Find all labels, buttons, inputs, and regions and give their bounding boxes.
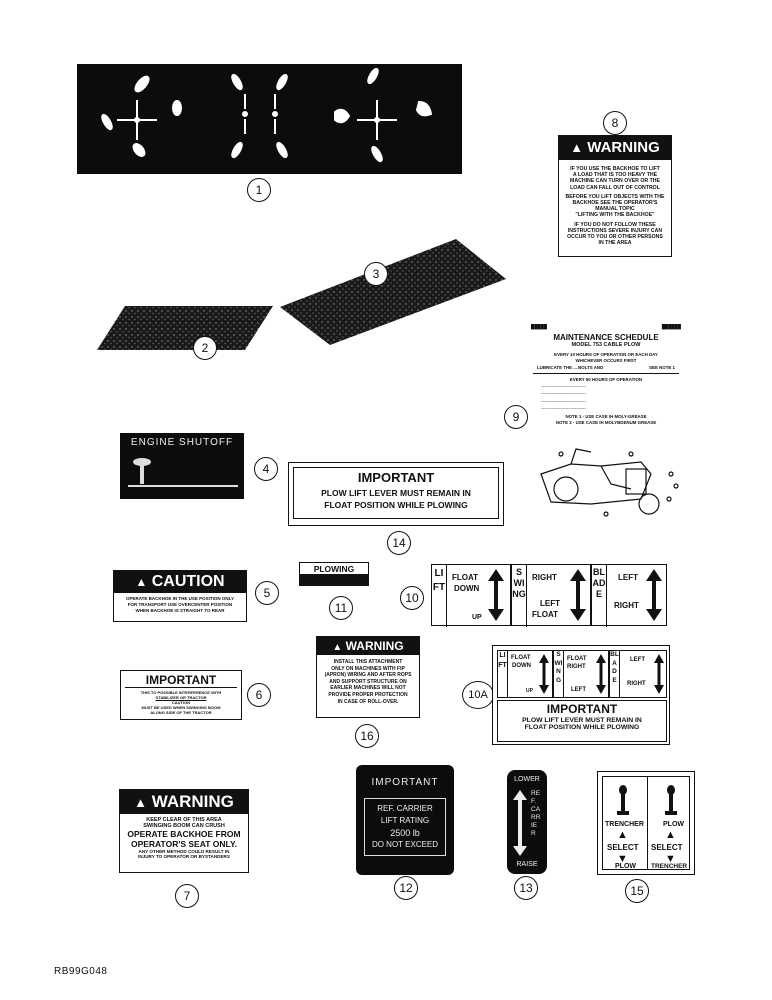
lift-arrow-icon [539,654,549,694]
important-plow-lift-decal: IMPORTANT PLOW LIFT LEVER MUST REMAIN IN… [288,462,504,526]
maintenance-schedule-decal: ███████████ MAINTENANCE SCHEDULE MODEL 7… [531,324,681,524]
reflective-strip-large [278,237,508,347]
warning-rops-decal: ▲ WARNING INSTALL THIS ATTACHMENT ONLY O… [316,636,420,718]
callout-11: 11 [329,596,353,620]
callout-16: 16 [355,724,379,748]
down-arrow-icon: ▼ [665,853,676,865]
callout-10a: 10A [462,681,494,709]
warning-lift-decal: ▲ WARNING IF YOU USE THE BACKHOE TO LIFT… [558,135,672,257]
caution-header: ▲ CAUTION [114,571,246,593]
plowing-decal: PLOWING [299,562,369,586]
warning-triangle-icon: ▲ [570,140,584,155]
trencher-plow-select-decal: TRENCHER PLOW ▲ ▲ SELECT SELECT ▼ ▼ PLOW… [597,771,695,875]
lift-rating-decal: IMPORTANT REF. CARRIER LIFT RATING 2500 … [356,765,454,875]
important-stabilizer-decal: IMPORTANT THIS TO POSSIBLE INTERFERENCE … [120,670,242,720]
plow-illustration [540,448,679,517]
swing-arrow-icon [596,654,606,694]
callout-5: 5 [255,581,279,605]
engine-shutoff-decal: ENGINE SHUTOFF [120,433,244,499]
down-arrow-icon: ▲ [617,829,628,841]
figure-code: RB99G048 [54,966,108,977]
callout-2: 2 [193,336,217,360]
callout-8: 8 [603,111,627,135]
warning-triangle-icon: ▲ [332,642,343,653]
shutoff-knob-icon [128,458,238,487]
warning-header: ▲ WARNING [559,136,671,160]
reflective-strip-small [95,303,275,353]
caution-triangle-icon: ▲ [135,575,148,589]
warning-header: ▲ WARNING [317,637,419,655]
blade-arrow-icon [654,654,664,694]
callout-6: 6 [247,683,271,707]
lower-raise-decal: LOWER REF. CARRIER RAISE [507,770,547,874]
callout-1: 1 [247,178,271,202]
maintenance-title: MAINTENANCE SCHEDULE [553,333,659,343]
control-pattern-decal [77,64,462,174]
control-labels-decal: LIFT FLOAT DOWN UP SWING RIGHT LEFT FLOA… [431,564,667,627]
swing-arrow-icon [570,569,586,621]
combined-control-decal: LIFT FLOAT DOWN UP SWING FLOAT RIGHT LEF… [492,645,670,745]
warning-triangle-icon: ▲ [134,795,147,810]
lower-raise-arrow-icon [513,790,527,856]
lift-arrow-icon [488,569,504,621]
warning-header: ▲ WARNING [120,790,248,814]
warning-boom-decal: ▲ WARNING KEEP CLEAR OF THIS AREA SWINGI… [119,789,249,873]
caution-decal: ▲ CAUTION OPERATE BACKHOE IN THE USE POS… [113,570,247,622]
lever-icons [617,785,677,815]
callout-14: 14 [387,531,411,555]
down-arrow-icon: ▲ [665,829,676,841]
down-arrow-icon: ▼ [617,853,628,865]
callout-7: 7 [175,884,199,908]
swing-panel: SWING RIGHT LEFT FLOAT [511,564,591,627]
blade-panel: BLADE LEFT RIGHT [591,564,667,627]
control-pattern-icons [101,67,433,163]
callout-15: 15 [625,879,649,903]
callout-10: 10 [400,586,424,610]
callout-13: 13 [514,876,538,900]
lift-panel: LIFT FLOAT DOWN UP [431,564,511,627]
callout-3: 3 [364,262,388,286]
blade-arrow-icon [646,569,662,621]
callout-12: 12 [394,876,418,900]
callout-4: 4 [254,457,278,481]
callout-9: 9 [504,405,528,429]
